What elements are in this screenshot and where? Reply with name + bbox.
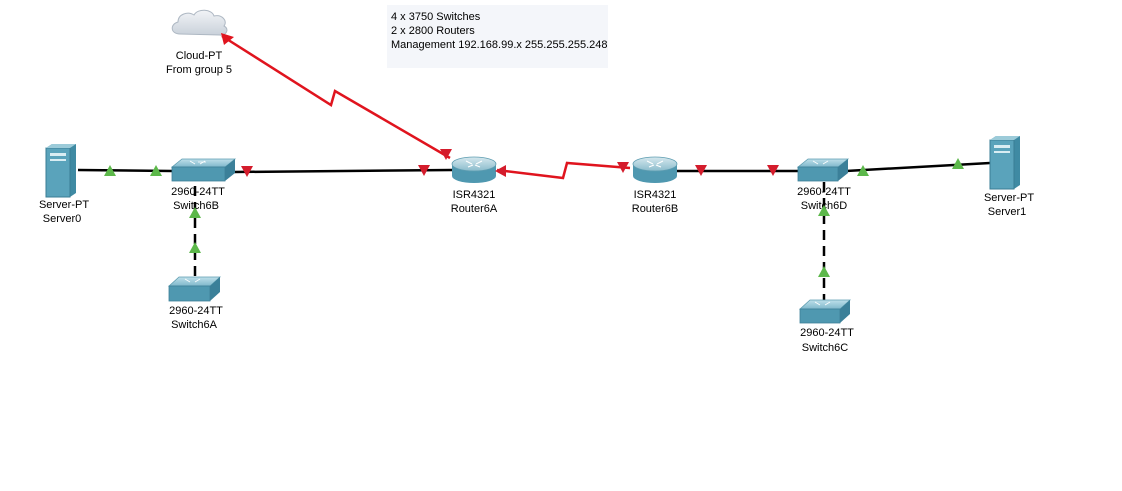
server1-device[interactable]: Server-PT Server1 <box>984 136 1034 218</box>
links <box>77 34 991 300</box>
status-up-icon <box>952 158 964 169</box>
switch6c-device[interactable]: 2960-24TT Switch6C <box>798 299 854 354</box>
switch6d-device[interactable]: 2960-24TT Switch6D <box>796 158 851 212</box>
note-line-routers: 2 x 2800 Routers <box>391 25 475 37</box>
cloud-model-label: Cloud-PT <box>176 50 223 62</box>
router6b-name-label: Router6B <box>632 203 678 215</box>
switch6b-model-label: 2960-24TT <box>171 186 225 198</box>
router-icon <box>451 156 497 183</box>
switch-icon <box>167 276 222 302</box>
topology-note[interactable]: 4 x 3750 Switches 2 x 2800 Routers Manag… <box>387 5 608 68</box>
link-switch6d-server1[interactable] <box>845 161 991 173</box>
server0-model-label: Server-PT <box>39 199 89 211</box>
status-up-icon <box>818 266 830 277</box>
server-icon <box>989 136 1020 190</box>
router6a-name-label: Router6A <box>451 203 498 215</box>
server1-model-label: Server-PT <box>984 192 1034 204</box>
router6a-model-label: ISR4321 <box>453 189 496 201</box>
status-down-icon <box>241 166 253 177</box>
switch6a-device[interactable]: 2960-24TT Switch6A <box>167 276 223 331</box>
link-switch6b-router6a[interactable] <box>233 168 453 174</box>
link-status-indicators <box>104 33 964 277</box>
status-up-icon <box>104 165 116 176</box>
status-down-icon <box>617 162 629 173</box>
switch-icon <box>796 158 850 182</box>
switch6b-name-label: Switch6B <box>173 200 219 212</box>
status-down-icon <box>440 149 452 160</box>
link-router6a-router6b[interactable] <box>496 161 631 180</box>
note-line-switches: 4 x 3750 Switches <box>391 11 481 23</box>
switch-icon <box>170 158 237 182</box>
status-up-icon <box>818 205 830 216</box>
router-icon <box>632 156 678 183</box>
note-line-management: Management 192.168.99.x 255.255.255.248 <box>391 39 608 51</box>
switch6b-device[interactable]: 2960-24TT Switch6B <box>170 158 237 212</box>
switch6d-model-label: 2960-24TT <box>797 186 851 198</box>
status-up-icon <box>221 33 234 45</box>
status-down-icon <box>495 165 506 177</box>
switch-icon <box>798 299 852 324</box>
router6b-model-label: ISR4321 <box>634 189 677 201</box>
switch6a-model-label: 2960-24TT <box>169 305 223 317</box>
router6a-device[interactable]: ISR4321 Router6A <box>451 156 498 215</box>
link-cloud-router6a[interactable] <box>221 34 451 160</box>
status-up-icon <box>857 165 869 176</box>
status-down-icon <box>767 165 779 176</box>
router6b-device[interactable]: ISR4321 Router6B <box>632 156 678 215</box>
status-up-icon <box>189 242 201 253</box>
server0-device[interactable]: Server-PT Server0 <box>39 144 89 225</box>
status-up-icon <box>150 165 162 176</box>
cloud-name-label: From group 5 <box>166 64 232 76</box>
cloud-pt-device[interactable]: Cloud-PT From group 5 <box>166 9 232 76</box>
server-icon <box>45 144 76 198</box>
server0-name-label: Server0 <box>43 213 82 225</box>
switch6a-name-label: Switch6A <box>171 319 218 331</box>
switch6c-name-label: Switch6C <box>802 342 849 354</box>
status-down-icon <box>418 165 430 176</box>
switch6c-model-label: 2960-24TT <box>800 327 854 339</box>
server1-name-label: Server1 <box>988 206 1027 218</box>
cloud-icon <box>171 9 228 36</box>
status-up-icon <box>189 207 201 218</box>
status-down-icon <box>695 165 707 176</box>
